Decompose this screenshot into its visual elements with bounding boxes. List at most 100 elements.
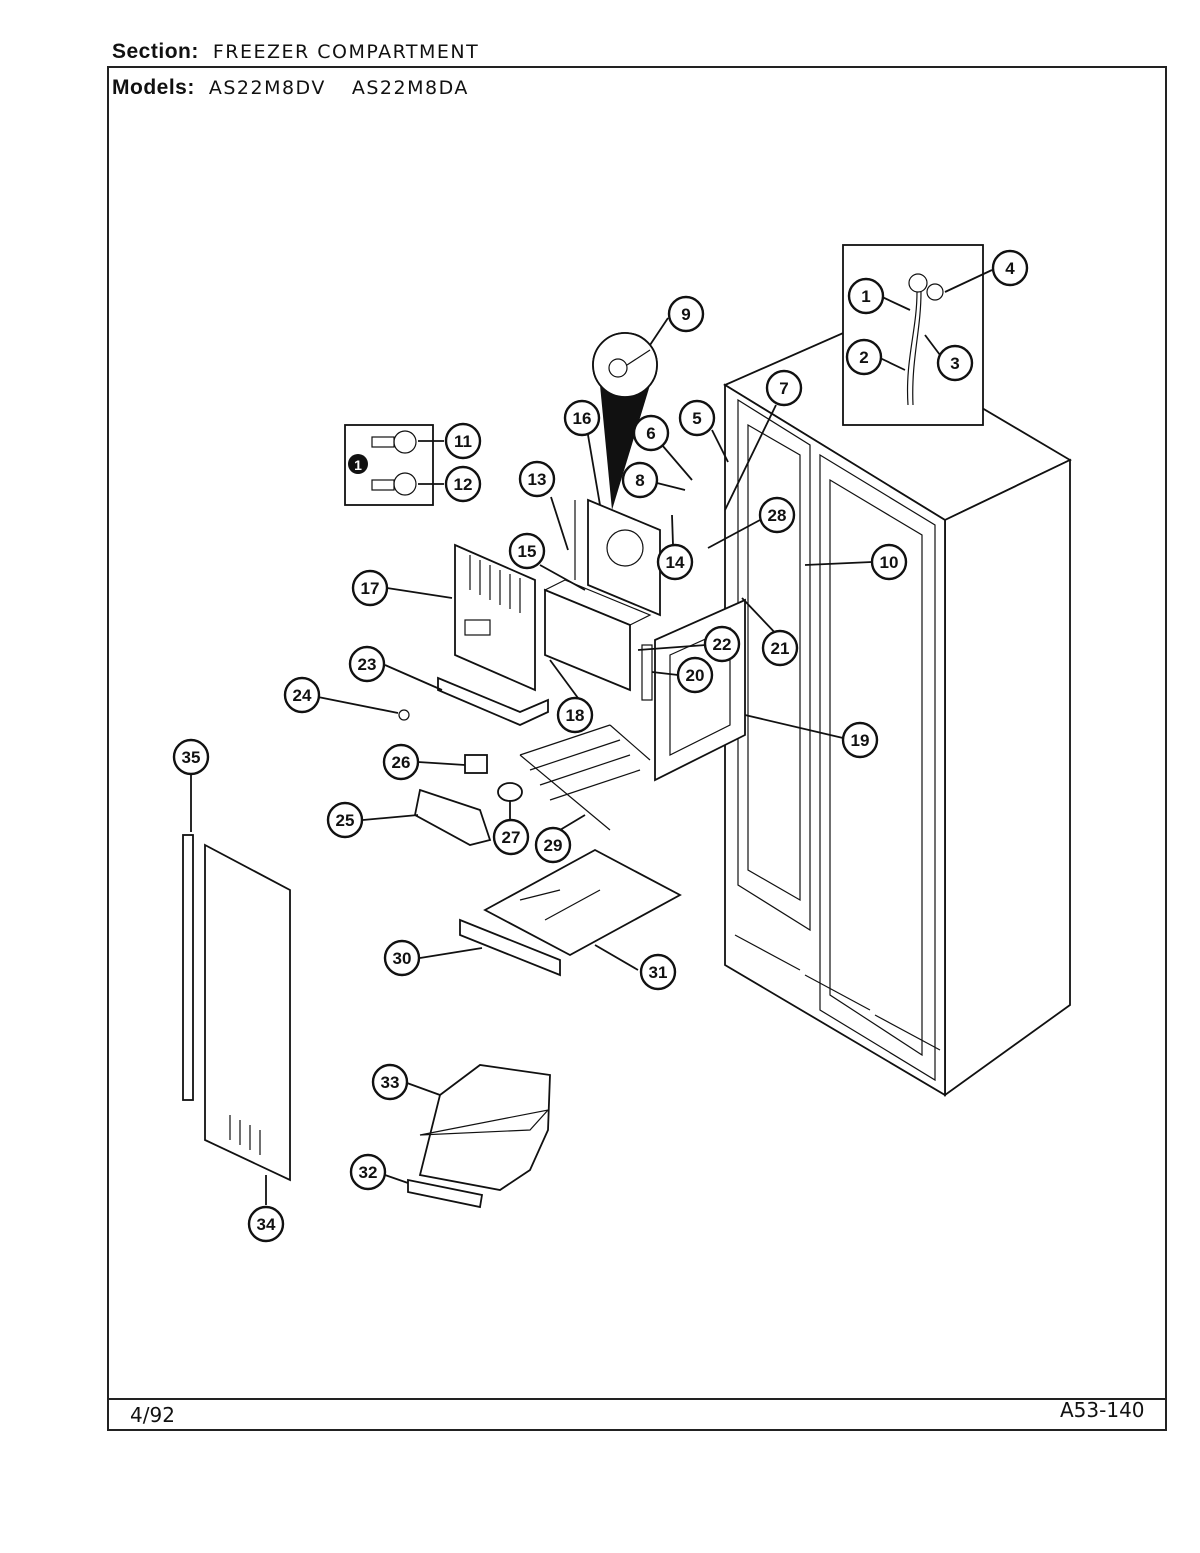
model-number: AS22M8DV [208, 77, 326, 99]
callout-32: 32 [349, 1153, 387, 1191]
callout-number: 9 [681, 305, 690, 324]
callout-number: 22 [713, 635, 732, 654]
ice-bin-part [407, 1064, 551, 1209]
callout-2: 2 [845, 338, 883, 376]
callout-35: 35 [172, 738, 210, 776]
callout-circle [765, 369, 803, 407]
callout-circle [383, 939, 421, 977]
callout-circle [444, 422, 482, 460]
callout-number: 11 [454, 432, 472, 451]
callout-number: 8 [635, 471, 644, 490]
callout-17: 17 [351, 569, 389, 607]
cabinet-illustration [723, 328, 1072, 1097]
callout-number: 2 [859, 348, 868, 367]
callout-29: 29 [534, 826, 572, 864]
footer-divider [107, 1398, 1167, 1400]
callout-number: 33 [381, 1073, 400, 1092]
callout-number: 4 [1005, 259, 1015, 278]
note-marker-icon [348, 454, 368, 474]
callout-number: 12 [454, 475, 473, 494]
section-label: Section: [112, 40, 199, 63]
callout-22: 22 [703, 625, 741, 663]
door-panel-part [182, 834, 291, 1182]
callout-number: 32 [359, 1163, 378, 1182]
leader-lines [190, 269, 993, 1205]
callout-circle [563, 399, 601, 437]
section-value: FREEZER COMPARTMENT [212, 41, 480, 63]
air-duct-part [543, 579, 652, 692]
callout-15: 15 [508, 532, 546, 570]
callout-circle [678, 399, 716, 437]
callout-4: 4 [991, 249, 1029, 287]
callout-7: 7 [765, 369, 803, 407]
callout-11: 11 [444, 422, 482, 460]
callout-number: 30 [393, 949, 412, 968]
callout-circle [870, 543, 908, 581]
callout-circle [492, 818, 530, 856]
callout-circle [247, 1205, 285, 1243]
callout-26: 26 [382, 743, 420, 781]
callout-circle [703, 625, 741, 663]
callout-33: 33 [371, 1063, 409, 1101]
callout-circle [518, 460, 556, 498]
callout-number: 25 [336, 811, 355, 830]
callout-number: 35 [182, 748, 201, 767]
callout-6: 6 [632, 414, 670, 452]
callout-18: 18 [556, 696, 594, 734]
callout-27: 27 [492, 818, 530, 856]
page-code: A53-140 [1060, 1398, 1145, 1422]
callout-number: 13 [528, 470, 547, 489]
callout-number: 26 [392, 753, 411, 772]
callout-circle [621, 461, 659, 499]
small-components [413, 754, 523, 846]
callout-circle [444, 465, 482, 503]
glass-shelf-part [459, 848, 682, 977]
callout-8: 8 [621, 461, 659, 499]
callout-circle [639, 953, 677, 991]
callout-number: 18 [566, 706, 585, 725]
callout-1: 1 [847, 277, 885, 315]
callout-circle [656, 543, 694, 581]
note-box-parts: 1 [344, 424, 434, 506]
callout-28: 28 [758, 496, 796, 534]
callout-circle [351, 569, 389, 607]
callout-number: 28 [768, 506, 787, 525]
callout-circle [991, 249, 1029, 287]
callout-circle [349, 1153, 387, 1191]
callout-number: 23 [358, 655, 377, 674]
callout-circle [371, 1063, 409, 1101]
callout-30: 30 [383, 939, 421, 977]
callout-number: 17 [361, 579, 380, 598]
callout-circle [632, 414, 670, 452]
callout-23: 23 [348, 645, 386, 683]
callout-number: 24 [293, 686, 312, 705]
callout-number: 5 [692, 409, 701, 428]
callout-circle [847, 277, 885, 315]
callout-circle [348, 645, 386, 683]
callout-3: 3 [936, 344, 974, 382]
callout-34: 34 [247, 1205, 285, 1243]
callout-number: 7 [779, 379, 788, 398]
callout-circle [508, 532, 546, 570]
revision-date: 4/92 [130, 1403, 175, 1427]
rear-cover-panel [454, 543, 536, 692]
drawing-frame [107, 66, 1167, 1431]
callout-9: 9 [667, 295, 705, 333]
callout-circle [556, 696, 594, 734]
callout-number: 14 [666, 553, 685, 572]
detail-box-tubing [842, 244, 984, 426]
callout-circle [758, 496, 796, 534]
callout-number: 15 [518, 542, 537, 561]
callout-19: 19 [841, 721, 879, 759]
model-number: AS22M8DA [351, 77, 469, 99]
callout-circle [534, 826, 572, 864]
callout-10: 10 [870, 543, 908, 581]
callout-number: 31 [649, 963, 668, 982]
callout-number: 1 [861, 287, 870, 306]
mount-plate-part [398, 676, 549, 726]
callout-13: 13 [518, 460, 556, 498]
callout-14: 14 [656, 543, 694, 581]
detail-circle-9 [592, 332, 658, 510]
